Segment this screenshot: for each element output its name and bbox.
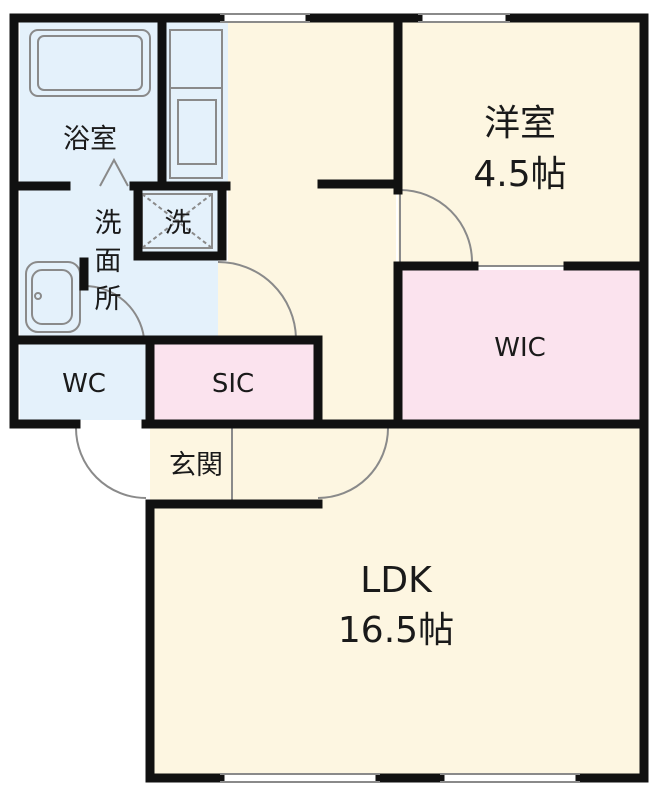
toilet-label: WC xyxy=(62,369,106,399)
sink-icon xyxy=(169,87,223,179)
hall-lower-fill xyxy=(218,262,318,338)
western-door-arc xyxy=(399,189,473,263)
walk-in-closet-label: WIC xyxy=(494,333,546,363)
walls xyxy=(9,13,649,783)
bathroom-label: 浴室 xyxy=(63,124,117,155)
shoe-closet-fill xyxy=(150,342,314,420)
washroom-label-1: 洗 xyxy=(95,208,122,239)
entrance-label: 玄関 xyxy=(169,450,223,481)
ldk-label: LDK xyxy=(360,560,433,601)
washbasin-inner-icon xyxy=(31,269,73,325)
ldk-size: 16.5帖 xyxy=(338,610,454,651)
shoe-closet-label: SIC xyxy=(212,369,254,399)
entrance-door-arc xyxy=(75,427,147,499)
bathtub-inner-icon xyxy=(37,35,143,91)
bath-door-triangle-icon xyxy=(99,157,129,187)
washroom-inner-arc xyxy=(83,284,145,339)
bathtub-icon xyxy=(29,29,151,97)
ldk-door-arc xyxy=(317,427,389,499)
room-labels: 浴室 洗 面 所 洗 WC SIC 玄関 洋室 4.5帖 WIC LDK 16.… xyxy=(62,103,567,651)
kitchen-fill xyxy=(162,22,228,186)
toilet-fill xyxy=(20,338,150,420)
washroom-label-2: 面 xyxy=(95,246,122,277)
sink-basin-icon xyxy=(177,99,217,165)
hall-connector-fill xyxy=(318,338,398,426)
walk-in-closet-fill xyxy=(400,270,640,422)
bathroom-fill xyxy=(20,22,162,186)
washbasin-drain-icon xyxy=(34,292,42,300)
western-room-label: 洋室 xyxy=(484,103,556,144)
washer-label: 洗 xyxy=(165,208,192,239)
washbasin-icon xyxy=(25,261,81,333)
washroom-door-arc xyxy=(217,261,297,339)
western-room-size: 4.5帖 xyxy=(473,154,566,195)
western-room-fill xyxy=(398,22,640,266)
washer-cross-b xyxy=(141,193,213,249)
windows xyxy=(220,13,580,783)
washroom-label-3: 所 xyxy=(95,284,122,315)
